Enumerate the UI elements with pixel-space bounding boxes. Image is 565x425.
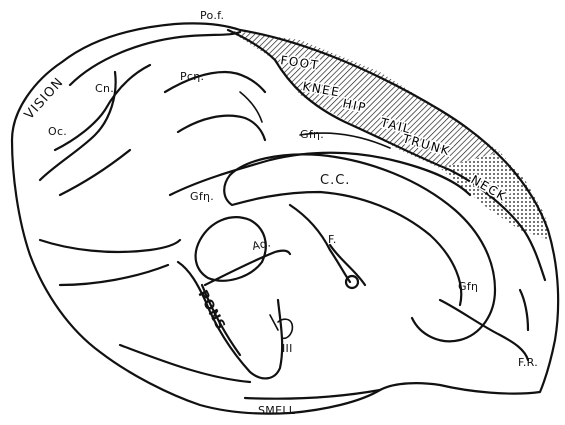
label-trunk: TRUNK: [400, 131, 452, 158]
label-pcn: Pcη.: [180, 70, 204, 83]
label-foot: FOOT: [280, 53, 321, 72]
label-fr: F.R.: [518, 356, 538, 369]
label-gfn-left: Gfη.: [190, 190, 214, 203]
label-f: F.: [328, 233, 337, 246]
label-aq: Aq.: [251, 236, 272, 253]
label-neck: NECK: [469, 172, 510, 204]
label-cn: Cn.: [95, 82, 114, 95]
label-gfn-upper: Gfη.: [300, 128, 324, 141]
label-cc: C.C.: [320, 173, 350, 188]
label-oc: Oc.: [48, 125, 67, 138]
label-pons: PONS: [194, 288, 227, 333]
label-knee: KNEE: [301, 79, 341, 99]
label-gfn-right: Gfη: [458, 280, 478, 293]
label-vision: VISION: [22, 75, 67, 123]
label-smell: SMELL: [258, 404, 296, 417]
label-hip: HIP: [341, 96, 368, 115]
label-pof: Po.f.: [200, 9, 224, 22]
label-third-nerve: III: [282, 342, 293, 355]
